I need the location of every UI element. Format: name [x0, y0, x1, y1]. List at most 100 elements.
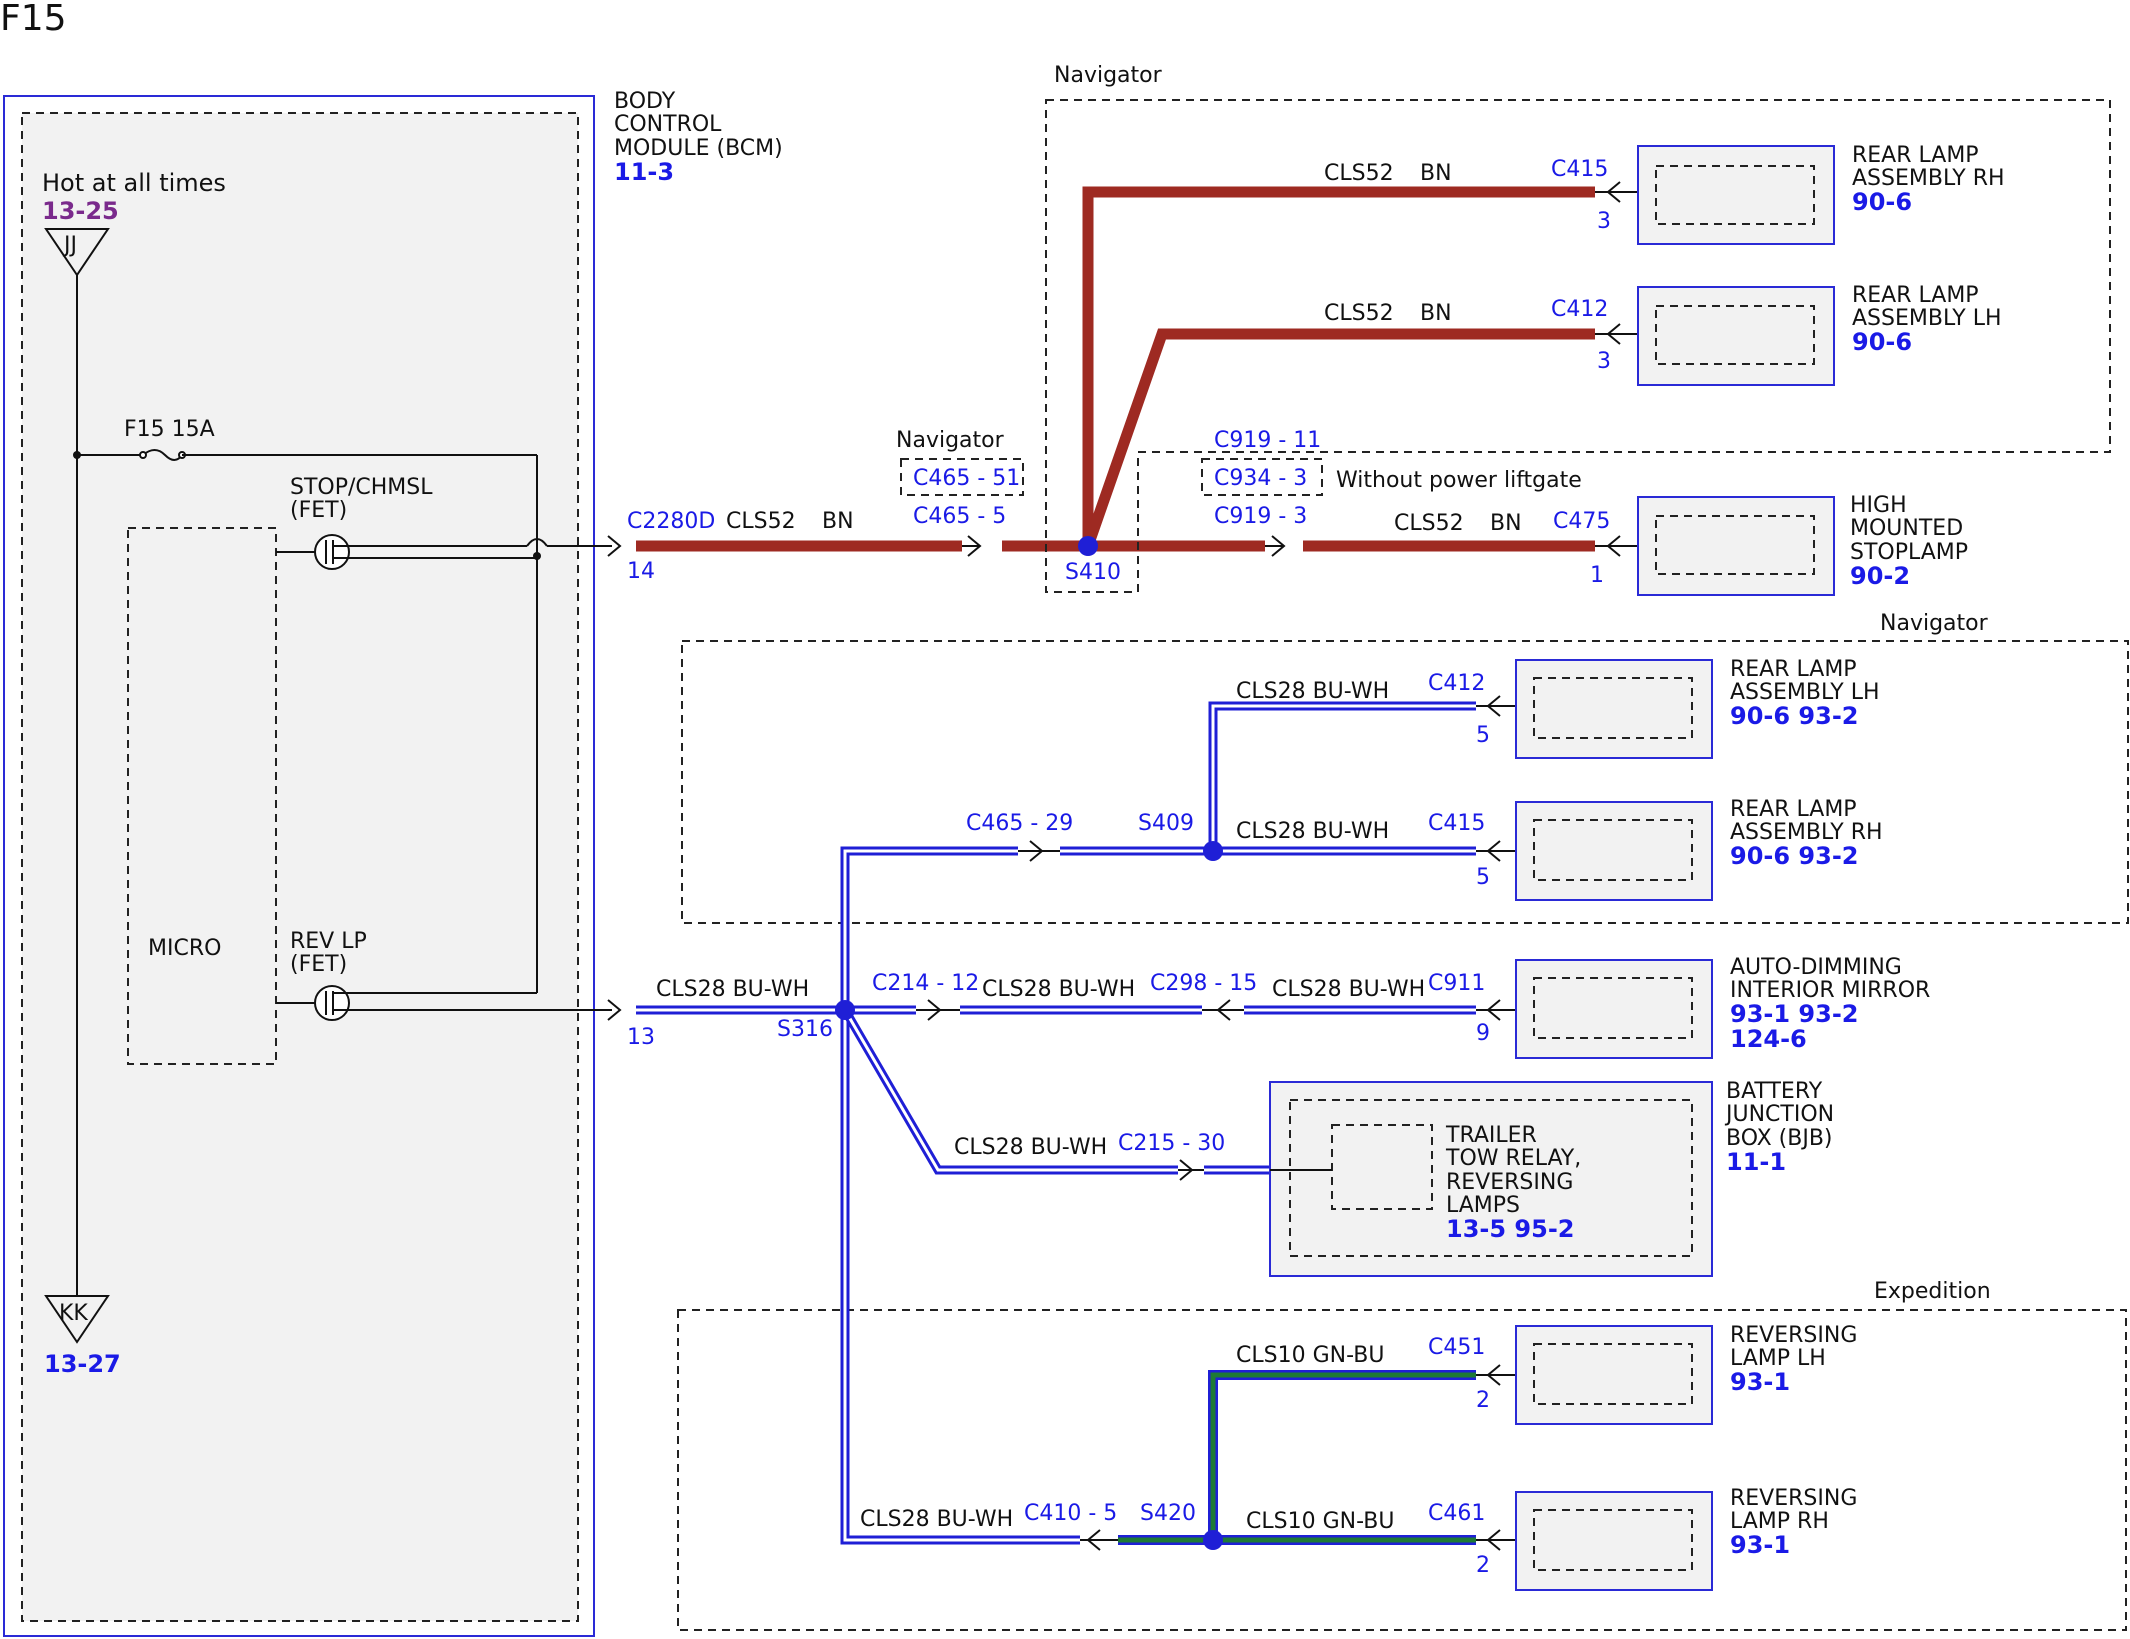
relay-label-3: REVERSING: [1446, 1170, 1573, 1195]
bcm-outer-box: [3, 95, 595, 1637]
wire-cls52-hm: CLS52: [1394, 511, 1464, 536]
micro-box: [127, 527, 277, 1065]
rear-lamp-lh-2-ref: 90-6 93-2: [1730, 702, 1858, 730]
bjb-label-3: BOX (BJB): [1726, 1126, 1833, 1151]
auto-dimming-mirror-component: [1515, 959, 1713, 1059]
s409-label: S409: [1138, 811, 1194, 836]
c412-pin: 3: [1597, 349, 1611, 374]
wire-bn-main: BN: [822, 509, 854, 534]
reversing-lamp-rh-component: [1515, 1491, 1713, 1591]
c919-3-label: C919 - 3: [1214, 504, 1307, 529]
rear-lamp-lh-label-2: ASSEMBLY LH: [1852, 306, 2002, 331]
bcm-inner-box: [21, 112, 579, 1622]
hm-stoplamp-label-1: HIGH: [1850, 493, 1907, 518]
c461-pin: 2: [1476, 1553, 1490, 1578]
splice-s316: [835, 1000, 855, 1020]
wire-cls28-c214-c298: CLS28 BU-WH: [982, 977, 1135, 1002]
c410-5-label: C410 - 5: [1024, 1501, 1117, 1526]
relay-label-1: TRAILER: [1445, 1123, 1537, 1148]
relay-label-4: LAMPS: [1446, 1193, 1520, 1218]
bn-wire-to-rear-lamp-lh: [1082, 328, 1595, 548]
fuse-f15-icon: [142, 449, 183, 461]
rev-fet-label-2: (FET): [290, 952, 347, 977]
hm-stoplamp-ref: 90-2: [1850, 562, 1910, 590]
wire-cls28-c298-c911: CLS28 BU-WH: [1272, 977, 1425, 1002]
navigator-option-box-2: [681, 640, 2129, 924]
rev-fet-label-1: REV LP: [290, 929, 367, 954]
rev-lamp-lh-label-1: REVERSING: [1730, 1323, 1857, 1348]
rear-lamp-lh-ref: 90-6: [1852, 328, 1912, 356]
mirror-label-2: INTERIOR MIRROR: [1730, 978, 1930, 1003]
without-power-liftgate-label: Without power liftgate: [1336, 468, 1582, 493]
wire-bn-lh: BN: [1420, 301, 1452, 326]
wire-cls52-lh: CLS52: [1324, 301, 1394, 326]
rear-lamp-lh-2-label-1: REAR LAMP: [1730, 657, 1857, 682]
buwh-wire-s316-to-c465-and-c410: [840, 846, 1080, 1545]
splice-s420: [1203, 1530, 1223, 1550]
c465-51-label: C465 - 51: [913, 466, 1020, 491]
navigator-box-2-label: Navigator: [1880, 611, 1989, 636]
c415-label: C415: [1551, 157, 1608, 182]
c412b-label: C412: [1428, 671, 1485, 696]
bjb-label-1: BATTERY: [1726, 1079, 1823, 1104]
wire-cls10-to-lh3: CLS10 GN-BU: [1236, 1343, 1384, 1368]
rev-lamp-rh-label-2: LAMP RH: [1730, 1509, 1829, 1534]
rev-lamp-rh-ref: 93-1: [1730, 1531, 1790, 1559]
rear-lamp-lh-2-component: [1515, 659, 1713, 759]
reversing-wires: [636, 701, 1476, 1545]
mirror-ref-1: 93-1 93-2: [1730, 1000, 1858, 1028]
c934-3-box: [1201, 458, 1323, 496]
hot-ref: 13-25: [42, 197, 119, 225]
rear-lamp-rh-ref: 90-6: [1852, 188, 1912, 216]
wire-bn-hm: BN: [1490, 511, 1522, 536]
hm-stoplamp-label-3: STOPLAMP: [1850, 540, 1968, 565]
rear-lamp-rh-2-label-1: REAR LAMP: [1730, 797, 1857, 822]
c451-pin: 2: [1476, 1388, 1490, 1413]
relay-ref: 13-5 95-2: [1446, 1215, 1574, 1243]
high-mounted-stoplamp-component: [1637, 496, 1835, 596]
wire-cls28-to-lh2: CLS28 BU-WH: [1236, 679, 1389, 704]
reversing-lamp-lh-component: [1515, 1325, 1713, 1425]
c2280d-pin-13: 13: [627, 1025, 655, 1050]
navigator-box-label: Navigator: [1054, 63, 1163, 88]
bcm-name-line2: CONTROL: [614, 112, 722, 137]
splice-s409: [1203, 841, 1223, 861]
navigator-option-box: [1045, 99, 2111, 593]
bcm-name-line1: BODY: [614, 89, 676, 114]
navigator-label-c465: Navigator: [896, 428, 1005, 453]
bcm-name-line3: MODULE (BCM): [614, 136, 783, 161]
c415b-pin: 5: [1476, 865, 1490, 890]
bcm-ref: 11-3: [614, 158, 674, 186]
hm-stoplamp-label-2: MOUNTED: [1850, 516, 1963, 541]
c475-label: C475: [1553, 509, 1610, 534]
rear-lamp-rh-component: [1637, 145, 1835, 245]
c2280d-pin14-arrow-icon: [607, 535, 622, 557]
wire-cls28-to-s420: CLS28 BU-WH: [860, 1507, 1013, 1532]
splice-s410: [1078, 536, 1098, 556]
rear-lamp-lh-label-1: REAR LAMP: [1852, 283, 1979, 308]
c475-pin: 1: [1590, 563, 1604, 588]
jj-label: JJ: [62, 233, 77, 258]
micro-label: MICRO: [148, 936, 221, 961]
relay-label-2: TOW RELAY,: [1445, 1146, 1581, 1171]
hot-at-all-times-label: Hot at all times: [42, 169, 226, 197]
rear-lamp-rh-2-label-2: ASSEMBLY RH: [1730, 820, 1883, 845]
c412-label: C412: [1551, 297, 1608, 322]
rev-lamp-lh-label-2: LAMP LH: [1730, 1346, 1826, 1371]
c298-15-label: C298 - 15: [1150, 971, 1257, 996]
c911-label: C911: [1428, 971, 1485, 996]
c919-11-label: C919 - 11: [1214, 428, 1321, 453]
s316-label: S316: [777, 1017, 833, 1042]
wire-bn-rh: BN: [1420, 161, 1452, 186]
c465-29-label: C465 - 29: [966, 811, 1073, 836]
bjb-ref: 11-1: [1726, 1148, 1786, 1176]
s410-label: S410: [1065, 560, 1121, 585]
reversing-gnbu-wires: [1118, 1370, 1476, 1545]
c2280d-pin-14: 14: [627, 559, 655, 584]
c415-pin: 3: [1597, 209, 1611, 234]
expedition-option-box: [677, 1309, 2127, 1631]
c415b-label: C415: [1428, 811, 1485, 836]
rear-lamp-rh-2-ref: 90-6 93-2: [1730, 842, 1858, 870]
wire-cls52-rh: CLS52: [1324, 161, 1394, 186]
